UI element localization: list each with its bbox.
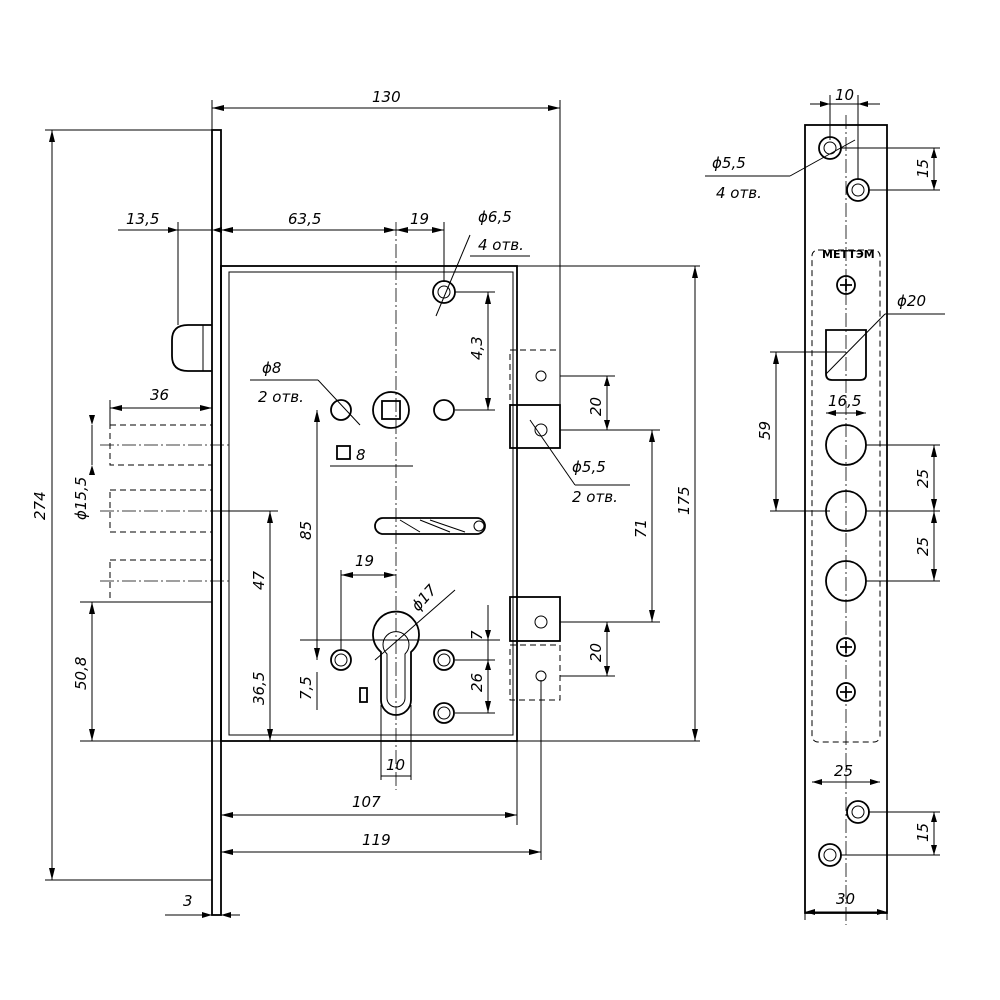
label-19-mid: 19 <box>355 552 374 570</box>
label-15-bottom: 15 <box>914 823 932 842</box>
hole-lower-right <box>433 649 455 671</box>
hole-right-upper <box>433 399 455 421</box>
label-phi8: ϕ8 <box>262 359 281 377</box>
screw-mid <box>836 637 856 657</box>
label-36: 36 <box>150 386 169 404</box>
label-59: 59 <box>756 421 774 440</box>
plate-hole-2 <box>846 178 870 202</box>
label-50-8: 50,8 <box>72 657 90 690</box>
label-25-c: 25 <box>834 762 853 780</box>
screw-top <box>836 275 856 295</box>
dimension-labels: 130 274 13,5 63,5 19 ϕ6,5 4 отв. 4,3 ϕ8 … <box>31 86 932 910</box>
label-2-holes-a: 2 отв. <box>258 388 304 406</box>
label-19-top: 19 <box>410 210 429 228</box>
plate-hole-3 <box>846 800 870 824</box>
dimension-lines <box>45 100 700 918</box>
label-63-5: 63,5 <box>288 210 321 228</box>
label-15-top: 15 <box>914 159 932 178</box>
label-4-3: 4,3 <box>468 336 486 360</box>
label-phi5-5-plate: ϕ5,5 <box>712 154 746 172</box>
plate-hole-4 <box>818 843 842 867</box>
label-phi5-5-side: ϕ5,5 <box>572 458 606 476</box>
side-hole-lower <box>534 615 548 629</box>
label-3: 3 <box>183 892 193 910</box>
label-7: 7 <box>468 630 486 640</box>
label-20-upper: 20 <box>587 397 605 416</box>
label-7-5: 7,5 <box>297 676 315 700</box>
brand-logo: METTЭM <box>822 248 875 261</box>
mount-tab-lower <box>509 596 561 642</box>
spindle-hole <box>372 391 410 429</box>
label-25-b: 25 <box>914 537 932 556</box>
label-26: 26 <box>468 673 486 692</box>
label-phi15-5: ϕ15,5 <box>72 477 90 520</box>
label-phi20: ϕ20 <box>897 292 926 310</box>
latch-bolt <box>171 324 212 372</box>
mount-hole-top <box>432 280 456 304</box>
label-85: 85 <box>297 521 315 540</box>
label-107: 107 <box>352 793 381 811</box>
label-10-plate: 10 <box>835 86 854 104</box>
label-36-5: 36,5 <box>250 672 268 705</box>
label-20-lower: 20 <box>587 643 605 662</box>
label-phi6-5: ϕ6,5 <box>478 208 512 226</box>
plate-hole-1 <box>818 136 842 160</box>
label-13-5: 13,5 <box>126 210 159 228</box>
hole-bottom-right <box>433 702 455 724</box>
label-16-5: 16,5 <box>828 392 861 410</box>
hole-lower-left <box>330 649 352 671</box>
label-4-holes-b: 4 отв. <box>716 184 762 202</box>
label-25-a: 25 <box>914 469 932 488</box>
lock-case-inner <box>228 271 514 736</box>
faceplate <box>211 129 222 916</box>
screw-bottom <box>836 682 856 702</box>
label-30: 30 <box>836 890 855 908</box>
label-71: 71 <box>632 519 650 538</box>
cylinder-keyhole <box>372 610 420 716</box>
spindle-square <box>381 400 401 420</box>
label-square-8: 8 <box>356 446 366 464</box>
latch-opening <box>825 329 867 381</box>
slot <box>374 517 486 535</box>
faceplate-view <box>804 115 888 925</box>
label-274: 274 <box>31 491 49 520</box>
label-2-holes-b: 2 отв. <box>572 488 618 506</box>
label-119: 119 <box>362 831 391 849</box>
label-phi17: ϕ17 <box>408 581 441 615</box>
lock-case-outer <box>220 265 518 742</box>
label-175: 175 <box>675 486 693 515</box>
faceplate-dimension-lines <box>705 95 945 920</box>
label-10-bottom: 10 <box>386 756 405 774</box>
label-130: 130 <box>372 88 401 106</box>
label-4-holes-a: 4 отв. <box>478 236 524 254</box>
hole-phi8-left <box>330 399 352 421</box>
label-47: 47 <box>250 570 268 590</box>
